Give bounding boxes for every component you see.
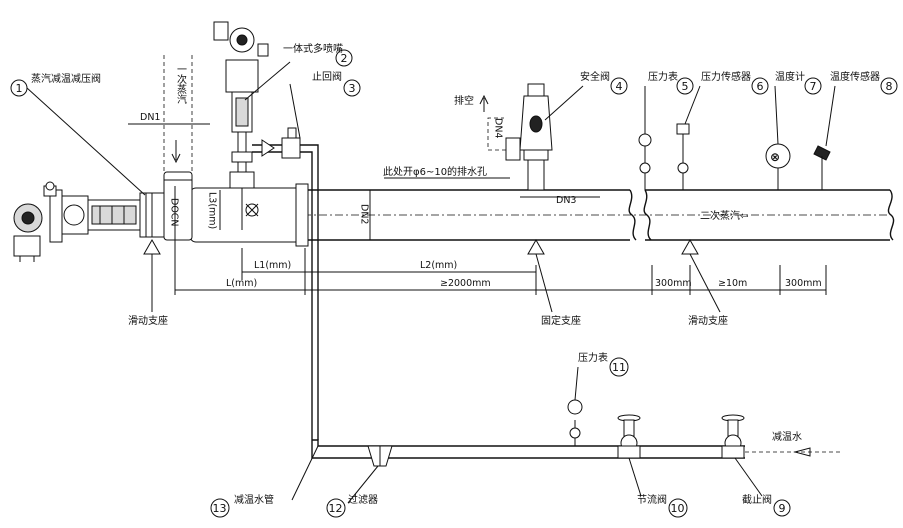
callout-2-num: 2 bbox=[341, 52, 348, 65]
min2000-label: ≥2000mm bbox=[440, 278, 491, 289]
check-valve bbox=[252, 127, 319, 440]
dn4-label: DN4 bbox=[493, 118, 504, 138]
primary-steam-inlet: 一次蒸汽 bbox=[163, 55, 193, 172]
sliding-support-left-label: 滑动支座 bbox=[128, 314, 168, 327]
l3-label: L3(mm) bbox=[207, 192, 218, 229]
s300a-label: 300mm bbox=[655, 278, 692, 289]
min10m-label: ≥10m bbox=[718, 278, 747, 289]
pressure-sensor bbox=[676, 123, 690, 190]
callout-8-num: 8 bbox=[886, 80, 893, 93]
fixed-support bbox=[527, 238, 553, 313]
callout-11: 11 压力表 bbox=[578, 351, 629, 377]
callout-12-num: 12 bbox=[329, 502, 343, 515]
callout-10-label: 节流阀 bbox=[637, 493, 667, 506]
pressure-gauge-water bbox=[567, 399, 583, 446]
stop-valve bbox=[721, 414, 745, 459]
callout-8: 8 温度传感器 bbox=[830, 70, 898, 95]
callout-10-num: 10 bbox=[671, 502, 685, 515]
callout-7-label: 温度计 bbox=[775, 70, 805, 83]
callout-1-num: 1 bbox=[16, 82, 23, 95]
pressure-reducing-valve bbox=[13, 181, 141, 262]
callout-9-num: 9 bbox=[779, 502, 786, 515]
safety-valve bbox=[479, 83, 553, 191]
callout-8-label: 温度传感器 bbox=[830, 70, 880, 83]
primary-steam-label: 一次蒸汽 bbox=[175, 64, 187, 104]
callout-13-num: 13 bbox=[213, 502, 227, 515]
callout-3-label: 止回阀 bbox=[312, 70, 342, 83]
dn2-label: DN2 bbox=[359, 204, 370, 224]
secondary-steam-label: 二次蒸汽⇦ bbox=[700, 209, 748, 222]
desuper-water-label: 减温水 bbox=[772, 431, 802, 443]
callout-5-label: 压力表 bbox=[648, 70, 678, 83]
callout-3: 3 止回阀 bbox=[312, 70, 361, 97]
leader-lines bbox=[26, 61, 836, 504]
callout-5-num: 5 bbox=[682, 80, 689, 93]
thermometer: ⊗ bbox=[765, 143, 791, 190]
throttle-valve bbox=[617, 414, 641, 459]
dimension-lines bbox=[128, 123, 827, 295]
callout-9: 9 截止阀 bbox=[742, 493, 791, 517]
sliding-support-right-label: 滑动支座 bbox=[688, 314, 728, 327]
pressure-gauge bbox=[638, 133, 652, 190]
dn1-label: DN1 bbox=[140, 112, 160, 123]
spray-nozzle-assembly bbox=[213, 21, 269, 230]
docn-label: DOCN bbox=[169, 198, 180, 227]
vent-label: 排空 bbox=[454, 94, 474, 107]
sliding-support-right bbox=[681, 238, 721, 313]
callout-6-num: 6 bbox=[757, 80, 764, 93]
svg-text:⊗: ⊗ bbox=[770, 150, 780, 164]
callout-12: 12 过滤器 bbox=[326, 493, 378, 518]
dn3-label: DN3 bbox=[556, 195, 576, 206]
l1-label: L1(mm) bbox=[254, 260, 291, 271]
callout-3-num: 3 bbox=[349, 82, 356, 95]
callout-7: 7 温度计 bbox=[775, 70, 822, 95]
l2-label: L2(mm) bbox=[420, 260, 457, 271]
callout-2: 2 一体式多喷嘴 bbox=[283, 42, 353, 67]
callout-6-label: 压力传感器 bbox=[701, 70, 751, 83]
callout-1-label: 蒸汽减温减压阀 bbox=[31, 72, 101, 85]
drain-note: 此处开φ6~10的排水孔 bbox=[383, 165, 487, 178]
desuperheater-body bbox=[139, 171, 309, 247]
l-label: L(mm) bbox=[226, 278, 257, 289]
callout-13: 13 减温水管 bbox=[210, 493, 274, 518]
callout-9-label: 截止阀 bbox=[742, 493, 772, 506]
callout-5: 5 压力表 bbox=[648, 70, 694, 95]
callout-4-num: 4 bbox=[616, 80, 623, 93]
callout-2-label: 一体式多喷嘴 bbox=[283, 42, 343, 55]
callout-10: 10 节流阀 bbox=[637, 493, 688, 518]
temperature-sensor bbox=[813, 145, 831, 190]
callout-4-label: 安全阀 bbox=[580, 70, 610, 83]
s300b-label: 300mm bbox=[785, 278, 822, 289]
callout-1: 1 蒸汽减温减压阀 bbox=[10, 72, 101, 97]
callout-4: 4 安全阀 bbox=[580, 70, 628, 95]
filter bbox=[367, 445, 393, 467]
callout-11-num: 11 bbox=[612, 361, 626, 374]
callout-12-label: 过滤器 bbox=[348, 493, 378, 506]
callout-7-num: 7 bbox=[810, 80, 817, 93]
callout-13-label: 减温水管 bbox=[234, 493, 274, 506]
fixed-support-label: 固定支座 bbox=[541, 314, 581, 327]
main-pipe bbox=[175, 189, 895, 241]
callout-11-label: 压力表 bbox=[578, 351, 608, 364]
sliding-support-left bbox=[143, 238, 161, 312]
callout-6: 6 压力传感器 bbox=[701, 70, 769, 95]
